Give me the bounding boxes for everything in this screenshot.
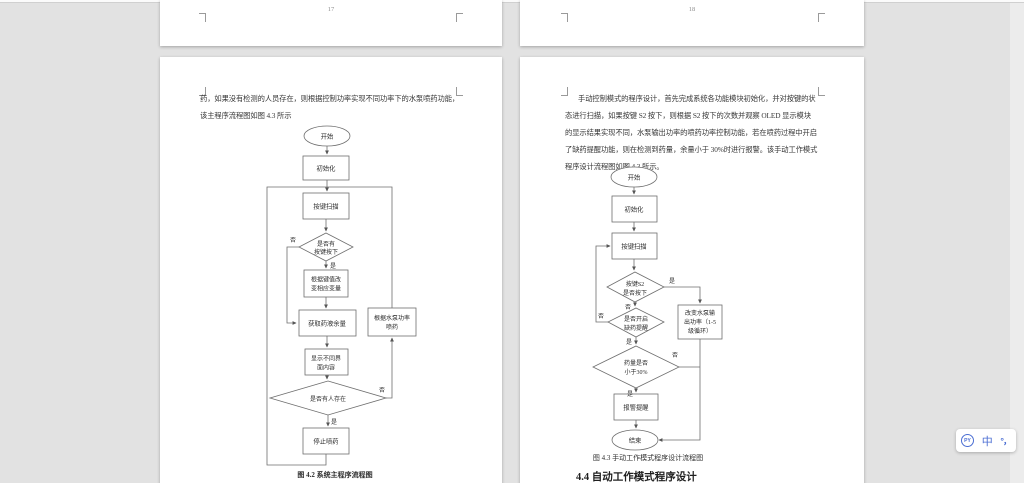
flow-node-get-liquid-remaining[interactable]: 获取药液余量	[298, 309, 357, 337]
flow-decision-person-present[interactable]: 是否有人存在	[268, 380, 388, 416]
branch-label-no: 否	[290, 237, 296, 244]
svg-text:变相应变量: 变相应变量	[311, 285, 341, 293]
text-line: 药，如果没有检测的人员存在，则根据控制功率实现不同功率下的水泵喷药功能，	[200, 94, 460, 103]
branch-label-yes: 是	[669, 278, 675, 285]
body-paragraph[interactable]: 手动控制模式的程序设计，首先完成系统各功能模块初始化，并对按键的状 态进行扫描，…	[565, 90, 825, 175]
flow-decision-liquid-below-30[interactable]: 药量是否 小于30%	[592, 345, 680, 389]
text-line: 态进行扫描，如果按键 S2 按下，则根据 S2 按下的次数并观察 OLED 显示…	[565, 111, 811, 120]
svg-text:显示不同界: 显示不同界	[311, 356, 341, 363]
svg-text:按键S2: 按键S2	[626, 280, 644, 288]
text-boundary-mark	[199, 87, 206, 96]
svg-text:出功率（1-5: 出功率（1-5	[684, 318, 716, 326]
text-boundary-mark	[818, 87, 825, 96]
text-line: 手动控制模式的程序设计，首先完成系统各功能模块初始化，并对按键的状	[578, 94, 816, 103]
svg-text:改变水泵输: 改变水泵输	[685, 309, 715, 317]
svg-text:按键按下: 按键按下	[314, 248, 338, 256]
svg-text:是否有: 是否有	[317, 240, 335, 248]
text-boundary-mark	[561, 87, 568, 96]
text-line: 的显示结果实现不同，水泵输出功率的喷药功率控制功能，若在喷药过程中开启	[565, 128, 817, 137]
text-boundary-mark	[561, 13, 568, 22]
flow-decision-key-pressed[interactable]: 是否有 按键按下	[298, 232, 354, 262]
flow-node-start[interactable]: 开始	[610, 166, 658, 188]
vertical-scrollbar[interactable]	[1010, 3, 1024, 483]
branch-label-yes: 是	[330, 263, 336, 270]
page-18-bottom[interactable]: 18	[520, 0, 864, 46]
flow-node-display-content[interactable]: 显示不同界 面内容	[304, 348, 349, 376]
svg-text:根据水泵功率: 根据水泵功率	[374, 314, 410, 322]
branch-label-no: 否	[379, 387, 385, 394]
page-number: 18	[688, 6, 696, 13]
page-17-bottom[interactable]: 17	[160, 0, 502, 46]
svg-text:开始: 开始	[628, 173, 641, 182]
toolbar-bottom-edge	[0, 0, 1024, 3]
flow-node-change-variable[interactable]: 根据键值改 变相应变量	[303, 269, 349, 298]
flow-decision-low-liquid-reminder-on[interactable]: 是否开启 缺药提醒	[607, 307, 665, 338]
page-number: 17	[327, 6, 335, 13]
svg-text:停止喷药: 停止喷药	[313, 437, 338, 446]
branch-label-no: 否	[598, 313, 604, 320]
svg-text:初始化: 初始化	[317, 164, 337, 173]
svg-text:喷药: 喷药	[386, 323, 398, 331]
svg-text:面内容: 面内容	[317, 364, 335, 372]
figure-caption-4-2: 图 4.2 系统主程序流程图	[297, 471, 373, 479]
text-boundary-mark	[456, 13, 463, 22]
branch-label-no: 否	[625, 304, 631, 311]
figure-caption-4-3: 图 4.3 手动工作模式程序设计流程图	[592, 454, 704, 462]
text-boundary-mark	[456, 87, 463, 96]
flow-node-key-scan[interactable]: 按键扫描	[611, 232, 658, 260]
svg-text:根据键值改: 根据键值改	[311, 276, 341, 284]
document-page-left[interactable]: 药，如果没有检测的人员存在，则根据控制功率实现不同功率下的水泵喷药功能， 该主程…	[160, 57, 502, 483]
flow-node-init[interactable]: 初始化	[302, 155, 350, 181]
branch-label-yes: 是	[331, 419, 337, 426]
manual-mode-flowchart[interactable]: 开始 初始化 按键扫描 按键S2 是否按下 改变水泵输 出功率（1-5 级循环）…	[520, 57, 864, 483]
svg-text:按键扫描: 按键扫描	[621, 242, 646, 251]
flow-node-pump-spray[interactable]: 根据水泵功率 喷药	[367, 307, 417, 337]
ime-punctuation-toggle[interactable]: °，	[1000, 436, 1012, 446]
svg-text:小于30%: 小于30%	[625, 368, 648, 376]
branch-label-no: 否	[672, 352, 678, 359]
svg-text:开始: 开始	[321, 132, 334, 141]
flow-node-stop-spray[interactable]: 停止喷药	[302, 427, 350, 455]
svg-text:是否有人存在: 是否有人存在	[310, 395, 346, 403]
flow-node-end[interactable]: 结束	[611, 429, 659, 451]
ime-pinyin-icon[interactable]: PY	[961, 434, 974, 447]
text-boundary-mark	[199, 13, 206, 22]
svg-text:是否开启: 是否开启	[624, 315, 648, 323]
flow-node-alarm[interactable]: 报警提醒	[613, 393, 659, 421]
flow-decision-s2-pressed[interactable]: 按键S2 是否按下	[606, 271, 665, 303]
svg-text:初始化: 初始化	[625, 205, 645, 214]
flow-node-key-scan[interactable]: 按键扫描	[302, 192, 350, 220]
main-program-flowchart[interactable]: 开始 初始化 按键扫描 是否有 按键按下 根据键值改 变相应变量 获取药液余量 …	[160, 57, 502, 483]
body-paragraph[interactable]: 药，如果没有检测的人员存在，则根据控制功率实现不同功率下的水泵喷药功能， 该主程…	[200, 90, 462, 124]
text-boundary-mark	[818, 13, 825, 22]
svg-text:结束: 结束	[629, 436, 642, 445]
section-heading-4-4: 4.4 自动工作模式程序设计	[576, 472, 697, 483]
ime-language-bar[interactable]: PY 中 °，	[956, 429, 1016, 452]
document-page-right[interactable]: 手动控制模式的程序设计，首先完成系统各功能模块初始化，并对按键的状 态进行扫描，…	[520, 57, 864, 483]
branch-label-yes: 是	[627, 391, 633, 398]
svg-text:按键扫描: 按键扫描	[313, 202, 338, 211]
ime-chinese-mode-toggle[interactable]: 中	[981, 435, 993, 448]
svg-text:报警提醒: 报警提醒	[623, 403, 649, 412]
flow-node-init[interactable]: 初始化	[611, 195, 658, 223]
flow-node-change-pump-power[interactable]: 改变水泵输 出功率（1-5 级循环）	[677, 304, 723, 340]
branch-label-yes: 是	[626, 339, 632, 346]
text-line: 该主程序流程图如图 4.3 所示	[200, 111, 292, 120]
flow-node-start[interactable]: 开始	[303, 125, 351, 147]
svg-text:获取药液余量: 获取药液余量	[308, 319, 346, 328]
svg-text:药量是否: 药量是否	[624, 359, 648, 367]
svg-text:级循环）: 级循环）	[688, 327, 712, 335]
text-line: 了缺药提醒功能，则在检测到药量，余量小于 30%时进行报警。该手动工作模式	[565, 145, 818, 154]
text-line: 程序设计流程图如图 4.3 所示。	[565, 162, 664, 171]
svg-text:是否按下: 是否按下	[623, 289, 647, 297]
svg-text:缺药提醒: 缺药提醒	[624, 324, 648, 332]
